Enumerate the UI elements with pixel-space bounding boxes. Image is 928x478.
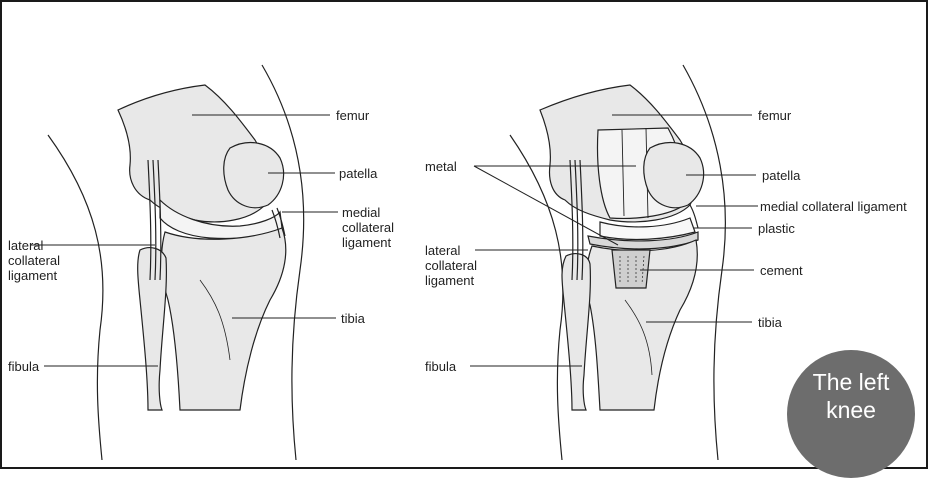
- tibia-shape: [162, 228, 286, 410]
- fibula-shape: [138, 248, 167, 410]
- skin-contour-back: [48, 135, 103, 460]
- badge-line-2: knee: [787, 396, 915, 424]
- label-lateral-collateral-ligament-right: lateral collateral ligament: [425, 243, 477, 288]
- label-medial-collateral-ligament-left: medial collateral ligament: [342, 205, 394, 250]
- label-tibia-left: tibia: [341, 311, 365, 326]
- label-femur-right: femur: [758, 108, 791, 123]
- label-tibia-right: tibia: [758, 315, 782, 330]
- replaced-knee: [510, 65, 725, 460]
- label-plastic: plastic: [758, 221, 795, 236]
- left-knee-badge: The left knee: [787, 350, 915, 478]
- badge-line-1: The left: [787, 368, 915, 396]
- patella-shape: [224, 143, 284, 208]
- cement-stem: [612, 250, 650, 288]
- label-metal: metal: [425, 159, 457, 174]
- label-fibula-right: fibula: [425, 359, 456, 374]
- label-cement: cement: [760, 263, 803, 278]
- fibula-shape-2: [562, 254, 590, 410]
- natural-knee: [48, 65, 304, 460]
- label-lateral-collateral-ligament-left: lateral collateral ligament: [8, 238, 60, 283]
- label-patella-right: patella: [762, 168, 800, 183]
- label-patella-left: patella: [339, 166, 377, 181]
- label-femur-left: femur: [336, 108, 369, 123]
- label-fibula-left: fibula: [8, 359, 39, 374]
- label-medial-collateral-ligament-right: medial collateral ligament: [760, 199, 907, 214]
